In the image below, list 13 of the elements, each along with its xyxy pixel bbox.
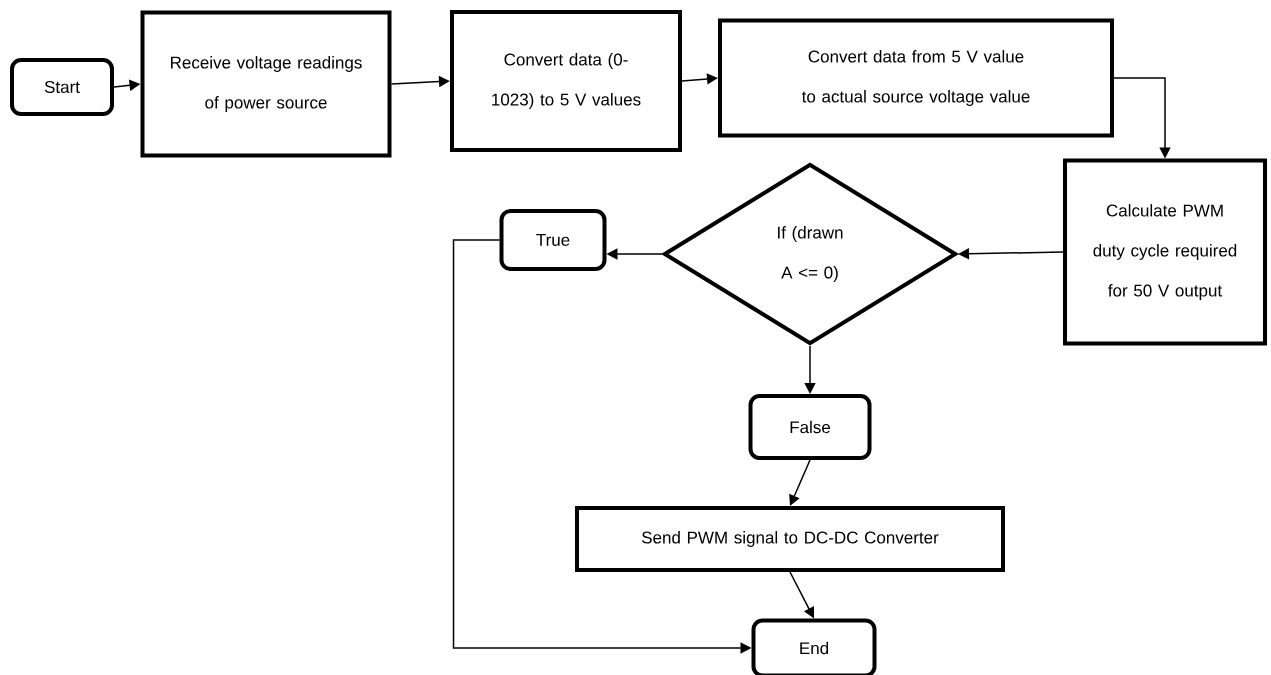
process-box: Receive voltage readings of power source [140,10,392,158]
arrow [958,248,1064,260]
process-box: Convert data from 5 V value to actual source voltage value [718,18,1114,138]
false-box: False [748,394,872,460]
arrow [789,459,811,506]
process-box: Send PWM signal to DC-DC Converter [575,506,1005,572]
end-box: End [751,618,877,675]
arrow [681,73,718,85]
start-box: Start [10,58,114,116]
true-box: True [499,209,607,271]
process-box: Convert data (0-1023) to 5 V values [450,10,682,152]
process-box: Calculate PWM duty cycle required for 50 V output [1063,158,1267,346]
arrow [804,345,816,394]
